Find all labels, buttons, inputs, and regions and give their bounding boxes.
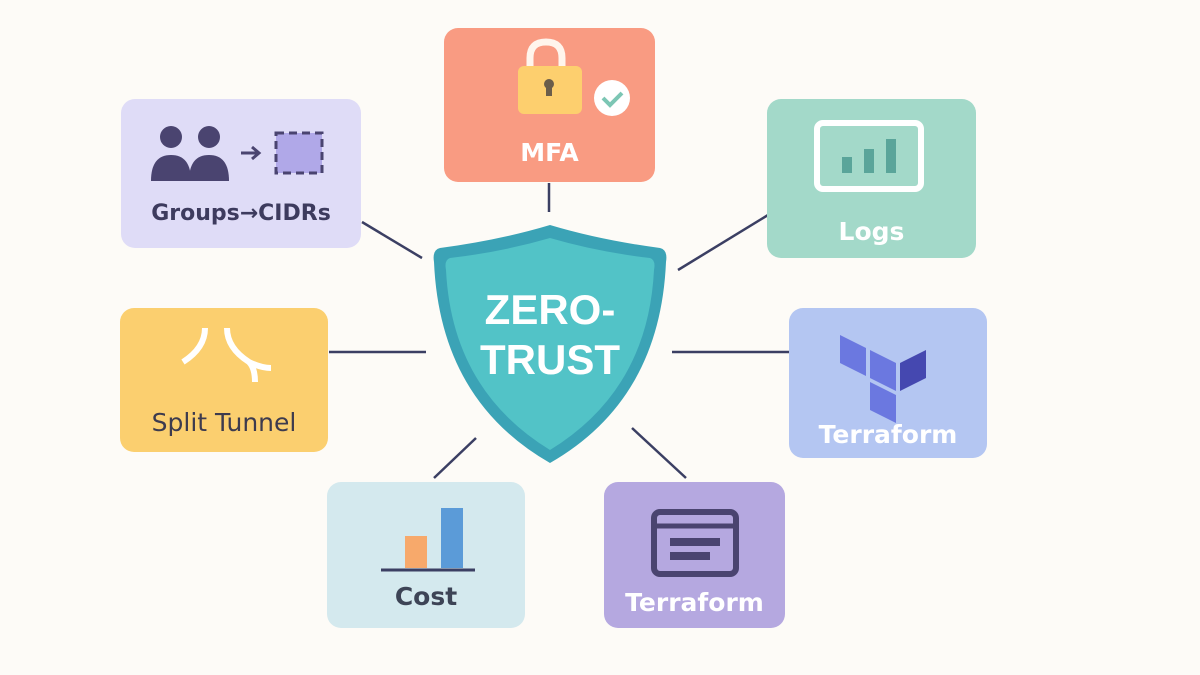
- node-mfa-label: MFA: [520, 138, 579, 167]
- node-mfa[interactable]: MFA: [444, 28, 655, 182]
- line-cost: [433, 437, 477, 479]
- line-logs: [677, 213, 769, 272]
- line-groups: [361, 220, 423, 260]
- users-to-network-icon: [151, 126, 324, 181]
- window-icon: [651, 509, 739, 577]
- split-arrow-icon: [181, 327, 272, 383]
- node-groups-label: Groups→CIDRs: [151, 201, 331, 226]
- monitor-chart-icon: [814, 120, 924, 192]
- node-terraform-bottom-label: Terraform: [625, 588, 764, 617]
- node-terraform-right-label: Terraform: [818, 420, 958, 449]
- shield-icon: [433, 225, 667, 463]
- node-split-tunnel-label: Split Tunnel: [151, 408, 297, 437]
- node-cost-label: Cost: [394, 582, 458, 611]
- terraform-logo-icon: [840, 335, 926, 423]
- node-terraform-bottom[interactable]: Terraform: [604, 482, 785, 628]
- node-groups[interactable]: Groups→CIDRs: [121, 99, 361, 248]
- node-terraform-right[interactable]: Terraform: [789, 308, 987, 458]
- line-terraform-bottom: [631, 427, 687, 479]
- node-logs-label: Logs: [838, 217, 905, 246]
- bar-chart-icon: [381, 508, 475, 572]
- center-label-line1: ZERO-: [484, 286, 616, 333]
- node-logs[interactable]: Logs: [767, 99, 976, 258]
- lock-check-icon: [518, 38, 630, 116]
- node-cost[interactable]: Cost: [327, 482, 525, 628]
- center-label-line2: TRUST: [480, 336, 620, 383]
- center-label: ZERO- TRUST: [440, 285, 660, 385]
- node-split-tunnel[interactable]: Split Tunnel: [120, 308, 328, 452]
